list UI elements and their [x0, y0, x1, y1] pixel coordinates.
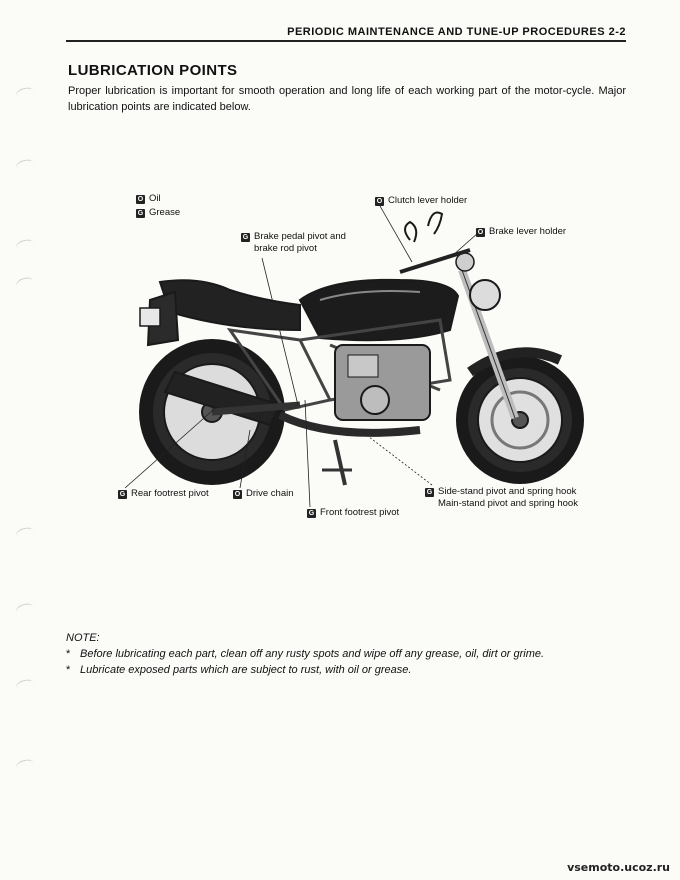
legend-grease: G Grease — [136, 206, 180, 220]
section-title: LUBRICATION POINTS — [68, 62, 238, 79]
note-heading: NOTE: — [66, 632, 100, 644]
watermark: vsemoto.ucoz.ru — [567, 861, 670, 874]
legend-oil-label: Oil — [149, 193, 161, 204]
list-item: *Lubricate exposed parts which are subje… — [66, 664, 412, 676]
running-header: PERIODIC MAINTENANCE AND TUNE-UP PROCEDU… — [287, 26, 626, 38]
grease-badge-icon: G — [118, 490, 127, 499]
note-list: *Before lubricating each part, clean off… — [66, 646, 544, 678]
oil-badge-icon: O — [136, 195, 145, 204]
legend: O Oil G Grease — [136, 192, 180, 220]
intro-paragraph: Proper lubrication is important for smoo… — [68, 85, 626, 113]
motorcycle-illustration — [139, 211, 584, 486]
list-item: *Before lubricating each part, clean off… — [66, 648, 545, 660]
oil-badge-icon: O — [476, 228, 485, 237]
oil-badge-icon: O — [233, 490, 242, 499]
oil-badge-icon: O — [375, 197, 384, 206]
legend-grease-label: Grease — [149, 207, 181, 218]
header-rule — [66, 40, 626, 42]
legend-oil: O Oil — [136, 192, 180, 206]
grease-badge-icon: G — [425, 488, 434, 497]
leader-lines — [124, 205, 479, 508]
grease-badge-icon: G — [136, 209, 145, 218]
grease-badge-icon: G — [307, 509, 316, 518]
grease-badge-icon: G — [241, 233, 250, 242]
